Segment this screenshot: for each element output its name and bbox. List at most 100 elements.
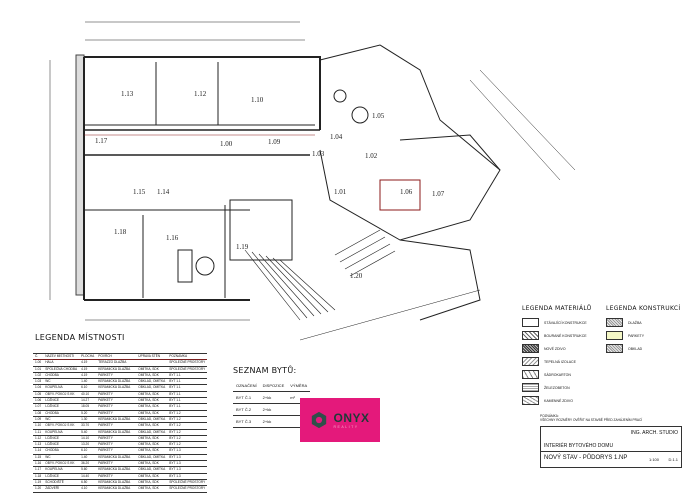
room-label: 1.18 <box>114 228 127 236</box>
hatch-swatch <box>522 370 539 379</box>
legend-label: OBKLAD <box>628 346 643 351</box>
column-header: VÝMĚRA <box>287 380 311 392</box>
table-cell: 1.40 <box>79 378 97 386</box>
table-cell: 5.40 <box>79 429 97 436</box>
title-block-divider <box>541 451 681 452</box>
table-cell: BYT Č.1 <box>233 391 260 404</box>
table-cell: PARKETY <box>96 447 133 455</box>
table-cell: PARKETY <box>96 372 133 380</box>
table-cell: BYT 1.1 <box>167 403 208 411</box>
table-cell: PARKETY <box>96 397 133 405</box>
table-cell: PARKETY <box>96 422 133 430</box>
room-label: 1.00 <box>220 140 233 148</box>
table-cell: OBKLAD, OMÍTKA <box>136 454 168 462</box>
table-cell: SPOLEČNÉ PROSTORY <box>167 479 208 487</box>
table-cell: PARKETY <box>96 410 133 417</box>
table-cell: OBKLAD, OMÍTKA <box>136 416 168 424</box>
table-cell: 13.20 <box>79 441 97 449</box>
table-cell <box>136 359 168 367</box>
table-cell <box>132 422 137 430</box>
table-cell: 1.30 <box>79 416 97 424</box>
table-cell <box>132 460 137 468</box>
table-cell <box>132 378 137 386</box>
table-cell: BYT 1.2 <box>167 410 208 417</box>
table-cell: 4.19 <box>79 366 97 373</box>
table-cell: 1.40 <box>79 454 97 462</box>
table-cell: 14.27 <box>79 397 97 405</box>
room-label: 1.13 <box>121 90 134 98</box>
table-cell: 1.03 <box>33 378 44 386</box>
legend-item: NOVÉ ZDIVO <box>522 342 591 355</box>
table-cell <box>132 435 137 443</box>
table-cell: OMÍTKA, SDK <box>136 485 168 493</box>
table-cell: OMÍTKA, SDK <box>136 372 168 380</box>
table-cell: 14.10 <box>79 435 97 443</box>
table-cell: BYT 1.2 <box>167 429 208 436</box>
scale: 1:100 <box>648 457 659 462</box>
table-cell: OMÍTKA, SDK <box>136 447 168 455</box>
table-cell: 1.20 <box>33 485 44 493</box>
table-cell: 1.11 <box>33 429 44 436</box>
table-cell: 2+kk <box>259 415 288 428</box>
column-header: OZNAČENÍ <box>233 380 260 392</box>
table-cell: PARKETY <box>96 460 133 468</box>
flats-title: SEZNAM BYTŮ: <box>233 366 297 375</box>
table-cell: KOUPELNA <box>43 384 80 392</box>
table-cell: BYT 1.2 <box>167 416 208 424</box>
table-cell: 1.09 <box>33 416 44 424</box>
room-label: 1.07 <box>432 190 445 198</box>
note-label: POZNÁMKA: <box>540 414 559 418</box>
table-cell: KERAMICKÁ DLAŽBA <box>96 485 133 493</box>
table-cell: 1.15 <box>33 454 44 462</box>
table-cell: PARKETY <box>96 435 133 443</box>
table-cell: BYT 1.1 <box>167 384 208 392</box>
room-label: 1.16 <box>166 234 179 242</box>
table-cell <box>132 447 137 455</box>
room-label: 1.03 <box>312 150 325 158</box>
floor-plan-drawing <box>49 21 576 341</box>
table-cell: 1.00 <box>33 359 44 367</box>
table-cell <box>132 359 137 367</box>
legend-item: KAMENNÉ ZDIVO <box>522 394 591 407</box>
table-cell: 1.01 <box>33 366 44 373</box>
table-cell: LOŽNICE <box>43 441 80 449</box>
table-cell: BYT 1.1 <box>167 391 208 399</box>
note-text: VŠECHNY ROZMĚRY OVĚŘIT NA STAVBĚ PŘED ZA… <box>540 418 643 422</box>
table-cell: LOŽNICE <box>43 397 80 405</box>
hatch-swatch <box>606 344 623 353</box>
legend-item: ŽELEZOBETON <box>522 381 591 394</box>
table-cell <box>132 416 137 424</box>
table-cell: CHODBA <box>43 410 80 417</box>
table-cell: KERAMICKÁ DLAŽBA <box>96 416 133 424</box>
table-cell <box>132 384 137 392</box>
table-cell: BYT 1.2 <box>167 435 208 443</box>
table-cell: WC <box>43 416 80 424</box>
title-note: POZNÁMKA: VŠECHNY ROZMĚRY OVĚŘIT NA STAV… <box>540 414 642 422</box>
table-cell: 1.14 <box>33 447 44 455</box>
table-cell: KERAMICKÁ DLAŽBA <box>96 384 133 392</box>
hatch-swatch <box>522 344 539 353</box>
table-cell: KERAMICKÁ DLAŽBA <box>96 454 133 462</box>
table-cell: 18.05 <box>79 403 97 411</box>
column-header: POZNÁMKA <box>167 352 208 361</box>
table-cell: 1.12 <box>33 435 44 443</box>
table-cell: BYT 1.2 <box>167 422 208 430</box>
material-legend-title: LEGENDA MATERIÁLŮ <box>522 305 592 312</box>
table-cell: OMÍTKA, SDK <box>136 410 168 417</box>
table-cell: 4.19 <box>79 359 97 367</box>
legend-label: DLAŽBA <box>628 320 642 325</box>
table-cell: BYT Č.3 <box>233 415 260 428</box>
table-cell <box>132 429 137 436</box>
hatch-swatch <box>606 318 623 327</box>
